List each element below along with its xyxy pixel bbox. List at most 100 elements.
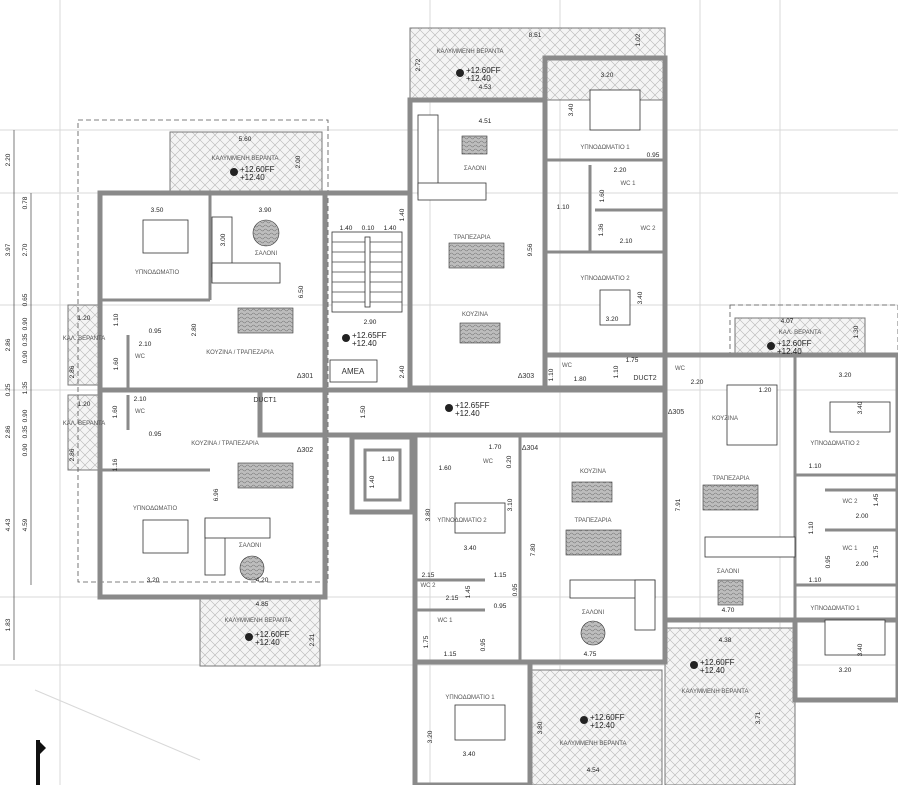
dimension-label: 0.90 [22, 350, 29, 363]
dimension-label: 3.20 [601, 72, 614, 79]
dimension-label: 0.78 [22, 196, 29, 209]
room-label: ΥΠΝΟΔΩΜΑΤΙΟ 1 [580, 145, 630, 151]
balcony-top-mid [409, 27, 666, 101]
dimension-label: 0.95 [647, 152, 660, 159]
dimension-label: 1.70 [489, 444, 502, 451]
dimension-label: 1.20 [78, 401, 91, 408]
dimension-label: 0.25 [5, 383, 12, 396]
level-value: +12.60FF [777, 339, 812, 348]
dimension-label: 1.60 [599, 189, 606, 202]
dimension-label: 8.51 [529, 32, 542, 39]
dimension-label: 2.00 [295, 155, 302, 168]
room-label: WC 2 [421, 583, 437, 589]
dimension-label: 0.90 [22, 443, 29, 456]
dimension-label: 1.75 [873, 545, 880, 558]
dimension-label: 0.35 [22, 333, 29, 346]
door-tag: Δ301 [297, 373, 313, 380]
dimension-label: 1.45 [465, 585, 472, 598]
dimension-label: 0.35 [22, 425, 29, 438]
level-value: +12.40 [466, 74, 491, 83]
dimension-label: 2.10 [139, 341, 152, 348]
dimension-label: 4.85 [256, 601, 269, 608]
dimension-label: 4.38 [719, 637, 732, 644]
rug [252, 219, 280, 247]
dimension-label: 7.80 [530, 543, 537, 556]
dimension-label: 3.00 [220, 233, 227, 246]
room-labels: ΥΠΝΟΔΩΜΑΤΙΟ ΣΑΛΟΝΙ ΚΟΥΖΙΝΑ / ΤΡΑΠΕΖΑΡΙΑ … [63, 49, 861, 747]
bed [142, 219, 189, 254]
level-marker-icon [456, 69, 464, 77]
furniture [142, 89, 891, 741]
room-label: ΤΡΑΠΕΖΑΡΙΑ [713, 476, 750, 482]
dimension-label: 3.40 [464, 545, 477, 552]
balcony-right [664, 627, 796, 785]
level-marker-icon [342, 334, 350, 342]
dimension-label: 2.86 [5, 425, 12, 438]
level-value: +12.40 [777, 347, 802, 356]
dimension-label: 1.15 [444, 651, 457, 658]
dimension-label: 3.80 [425, 508, 432, 521]
room-label: WC 1 [438, 618, 454, 624]
room-label: WC [135, 409, 146, 415]
dimension-label: 1.45 [873, 493, 880, 506]
staircase [329, 231, 403, 383]
room-label: ΥΠΝΟΔΩΜΑΤΙΟ 1 [810, 606, 860, 612]
room-label: ΥΠΝΟΔΩΜΑΤΙΟ 2 [437, 518, 487, 524]
room-label: ΥΠΝΟΔΩΜΑΤΙΟ 2 [810, 441, 860, 447]
dimension-label: 0.95 [494, 603, 507, 610]
dimension-label: 3.20 [427, 730, 434, 743]
dimension-label: 1.10 [548, 368, 555, 381]
dimension-label: 1.80 [574, 376, 587, 383]
level-value: +12.65FF [352, 331, 387, 340]
dimension-label: 3.20 [839, 372, 852, 379]
room-label: ΥΠΝΟΔΩΜΑΤΙΟ [135, 270, 180, 276]
dimension-label: 2.20 [614, 167, 627, 174]
dimension-label: 1.35 [22, 381, 29, 394]
room-label: ΑΜΕΑ [342, 367, 365, 376]
room-label: ΚΟΥΖΙΝΑ / ΤΡΑΠΕΖΑΡΙΑ [206, 350, 273, 356]
dimension-label: 0.95 [149, 431, 162, 438]
dimension-label: 3.40 [463, 751, 476, 758]
dimension-label: 0.95 [149, 328, 162, 335]
veranda-label: ΚΑΛΥΜΜΕΝΗ ΒΕΡΑΝΤΑ [436, 49, 503, 55]
dimension-label: 1.40 [384, 225, 397, 232]
dimension-label: 2.00 [856, 513, 869, 520]
dimension-label: 7.91 [675, 498, 682, 511]
door-tag: Δ302 [297, 447, 313, 454]
veranda-label: ΚΑΛΥΜΜΕΝΗ ΒΕΡΑΝΤΑ [224, 618, 291, 624]
dimension-label: 0.95 [825, 555, 832, 568]
level-value: +12.65FF [455, 401, 490, 410]
dimension-label: 2.40 [399, 365, 406, 378]
dimension-label: 1.60 [112, 405, 119, 418]
dimension-label: 9.56 [527, 243, 534, 256]
room-label: WC 1 [843, 546, 859, 552]
dimension-label: 0.95 [512, 583, 519, 596]
room-label: WC [135, 354, 146, 360]
dimension-label: 1.20 [78, 315, 91, 322]
dimension-label: 1.02 [635, 33, 642, 46]
room-label: WC 2 [843, 499, 859, 505]
dimension-label: 1.83 [5, 618, 12, 631]
dimension-label: 1.10 [613, 365, 620, 378]
dimension-label: 1.50 [360, 405, 367, 418]
dimension-label: 1.40 [369, 475, 376, 488]
accessible-area [329, 359, 378, 383]
level-value: +12.60FF [590, 713, 625, 722]
dimension-label: 2.72 [415, 58, 422, 71]
veranda-label: ΚΑΛΥΜΜΕΝΗ ΒΕΡΑΝΤΑ [211, 156, 278, 162]
dimension-label: 3.90 [259, 207, 272, 214]
dimension-label: 5.60 [239, 136, 252, 143]
room-label: WC [675, 366, 686, 372]
level-value: +12.40 [352, 339, 377, 348]
room-label: ΚΟΥΖΙΝΑ [580, 469, 606, 475]
dimension-label: 1.10 [809, 463, 822, 470]
dimension-label: 4.70 [722, 607, 735, 614]
level-value: +12.60FF [466, 66, 501, 75]
room-label: ΥΠΝΟΔΩΜΑΤΙΟ 2 [580, 276, 630, 282]
veranda-label: ΚΑΛΥΜΜΕΝΗ ΒΕΡΑΝΤΑ [559, 741, 626, 747]
dimension-label: 3.40 [857, 643, 864, 656]
dimension-label: 3.20 [147, 577, 160, 584]
dimension-label: 0.20 [506, 455, 513, 468]
